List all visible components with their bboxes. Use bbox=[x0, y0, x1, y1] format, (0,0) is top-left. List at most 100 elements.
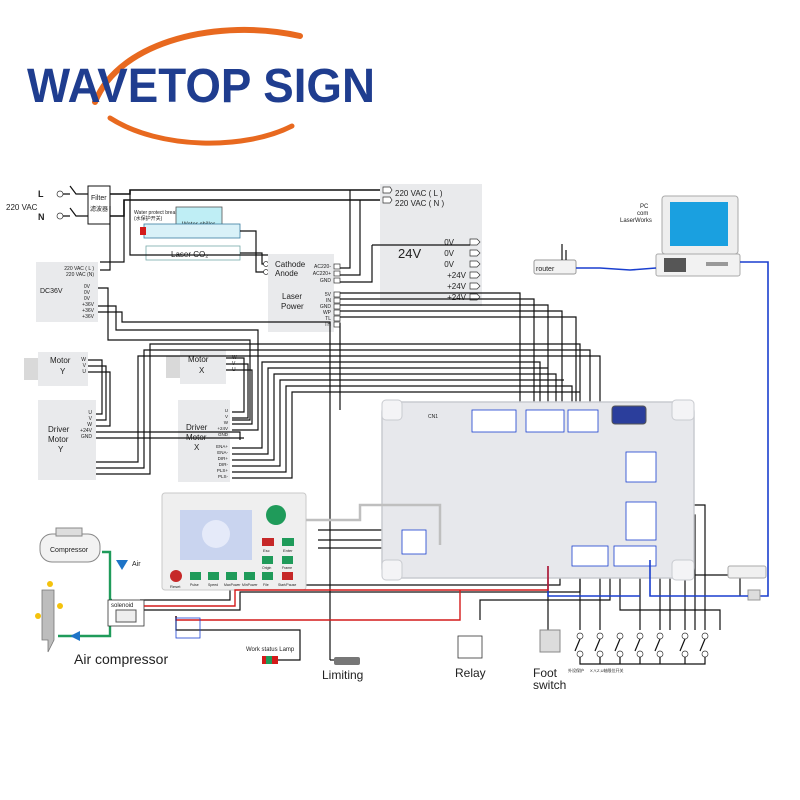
panel-maxpower-key[interactable] bbox=[226, 572, 237, 580]
psu-out-1: 0V bbox=[444, 249, 454, 258]
driver-x-l1: Driver bbox=[186, 423, 208, 432]
usb-plug-icon bbox=[747, 589, 761, 601]
connector-block-3 bbox=[567, 409, 599, 433]
panel-speed-key[interactable] bbox=[208, 572, 219, 580]
relay-icon bbox=[457, 635, 483, 659]
label-l: L bbox=[38, 189, 44, 199]
lp-terminal-strip bbox=[333, 263, 341, 328]
connector-block-bottom-2 bbox=[613, 545, 657, 567]
lp-ctrl-5: TH bbox=[324, 322, 331, 328]
psu-out-0: 0V bbox=[444, 238, 454, 247]
connector-block-1 bbox=[471, 409, 517, 433]
psu-out-4: +24V bbox=[447, 282, 467, 291]
psu-term-n-icon bbox=[382, 196, 393, 204]
panel-file-key[interactable] bbox=[262, 572, 273, 580]
connector-block-2 bbox=[525, 409, 565, 433]
panel-pulse-label: Pulse bbox=[190, 583, 199, 587]
pc-label2: com bbox=[637, 211, 648, 217]
panel-origin-label: Origin bbox=[262, 566, 271, 570]
lp-in-1: AC220+ bbox=[313, 271, 331, 277]
motor-x-shaft-icon bbox=[166, 356, 180, 378]
motor-y-l2: Y bbox=[60, 367, 66, 376]
compressor-label: Compressor bbox=[50, 547, 89, 554]
driver-x-pin-0: U bbox=[225, 408, 228, 413]
psu-24v-title: 24V bbox=[398, 246, 421, 261]
laser-power: Cathode Anode Laser Power AC220- AC220+ … bbox=[268, 254, 341, 332]
motor-y-pin-2: U bbox=[82, 369, 86, 375]
psu-term-l-icon bbox=[382, 186, 393, 194]
panel-reset-key[interactable] bbox=[170, 570, 182, 582]
router-label: router bbox=[536, 266, 555, 273]
solenoid-label: solenoid bbox=[111, 603, 133, 609]
driver-y-pin-4: GND bbox=[81, 434, 93, 440]
controller-board: CN1 bbox=[381, 399, 695, 581]
connector-block-right-1 bbox=[625, 451, 657, 483]
motor-y: Motor Y W V U bbox=[24, 352, 88, 386]
cathode-label: Cathode bbox=[275, 260, 306, 269]
dc-pin-2: 0V bbox=[84, 284, 91, 290]
panel-dpad-icon bbox=[266, 505, 286, 525]
dc-pin-7: +36V bbox=[82, 314, 94, 320]
limiting-label: Limiting bbox=[322, 668, 363, 682]
driver-y-l3: Y bbox=[58, 445, 64, 454]
lp-ctrl-2: GND bbox=[320, 304, 332, 310]
relay-label: Relay bbox=[455, 666, 486, 680]
l-terminal-icon bbox=[56, 190, 64, 198]
filter-box bbox=[87, 185, 111, 225]
laser-tube-group: Water protect break (水保护开关) Water chille… bbox=[134, 206, 270, 275]
driver-x: Driver Motor X U V W +24V GND ENA+ ENA- … bbox=[178, 400, 230, 482]
driver-x-box bbox=[178, 400, 230, 482]
panel-esc-key[interactable] bbox=[262, 538, 274, 546]
motor-y-pin-0: W bbox=[81, 357, 86, 363]
panel-origin-key[interactable] bbox=[262, 556, 273, 564]
panel-enter-label: Enter bbox=[283, 548, 293, 553]
main-wiring bbox=[88, 190, 741, 661]
driver-x-pin-3: +24V bbox=[217, 426, 228, 431]
controller-connectors bbox=[401, 405, 657, 567]
driver-y: Driver Motor Y U V W +24V GND bbox=[38, 400, 96, 480]
pc-label3: LaserWorks bbox=[620, 218, 652, 224]
limit-switches bbox=[574, 632, 709, 665]
connector-block-bottom-1 bbox=[571, 545, 609, 567]
connector-block-right-2 bbox=[625, 501, 657, 541]
lp-ctrl-4: TL bbox=[325, 316, 331, 322]
label-220vac: 220 VAC bbox=[6, 203, 38, 212]
driver-x-pin-7: DIR+ bbox=[218, 456, 229, 461]
panel-start-key[interactable] bbox=[282, 572, 293, 580]
lp-in-0: AC220- bbox=[314, 264, 331, 270]
panel-maxpower-label: MaxPower bbox=[224, 583, 241, 587]
label-n: N bbox=[38, 212, 45, 222]
logo-arc-bottom bbox=[107, 115, 295, 146]
laser-power-box bbox=[268, 254, 334, 332]
panel-enter-key[interactable] bbox=[282, 538, 294, 546]
driver-x-pin-10: PLS- bbox=[218, 474, 229, 479]
controller-cn1: CN1 bbox=[428, 414, 438, 420]
db9-port-icon bbox=[611, 405, 647, 425]
panel-frame-label: Frame bbox=[282, 566, 292, 570]
signal-wires bbox=[144, 566, 549, 639]
control-panel: Esc Enter Reset Pulse Speed MaxPower Min… bbox=[161, 492, 442, 591]
driver-x-pin-8: DIR- bbox=[219, 462, 229, 467]
air-label: Air bbox=[132, 561, 141, 568]
brand-name: WAVETOP SIGN bbox=[27, 60, 375, 113]
foot-label-2: switch bbox=[533, 678, 566, 692]
panel-esc-label: Esc bbox=[263, 548, 270, 553]
panel-frame-key[interactable] bbox=[282, 556, 293, 564]
panel-minpower-key[interactable] bbox=[244, 572, 255, 580]
dc-pin-3: 0V bbox=[84, 290, 91, 296]
psu-in-n: 220 VAC ( N ) bbox=[395, 199, 445, 208]
motor-y-box bbox=[38, 352, 88, 386]
panel-pulse-key[interactable] bbox=[190, 572, 201, 580]
panel-minpower-label: MinPower bbox=[242, 583, 258, 587]
peripherals: Work status Lamp Limiting Relay Foot swi… bbox=[246, 629, 709, 692]
water-note: Water protect break bbox=[134, 210, 178, 216]
pc-screen bbox=[670, 202, 728, 246]
motor-x-l1: Motor bbox=[188, 355, 209, 364]
dc-pin-4: 0V bbox=[84, 296, 91, 302]
driver-x-pin-2: W bbox=[224, 420, 229, 425]
driver-x-pin-5: ENA+ bbox=[216, 444, 228, 449]
filter-cn-label: 滤波器 bbox=[90, 205, 108, 213]
driver-y-l1: Driver bbox=[48, 425, 70, 434]
air-arrow-left-icon bbox=[70, 631, 80, 641]
air-arrow-icon bbox=[116, 560, 128, 570]
